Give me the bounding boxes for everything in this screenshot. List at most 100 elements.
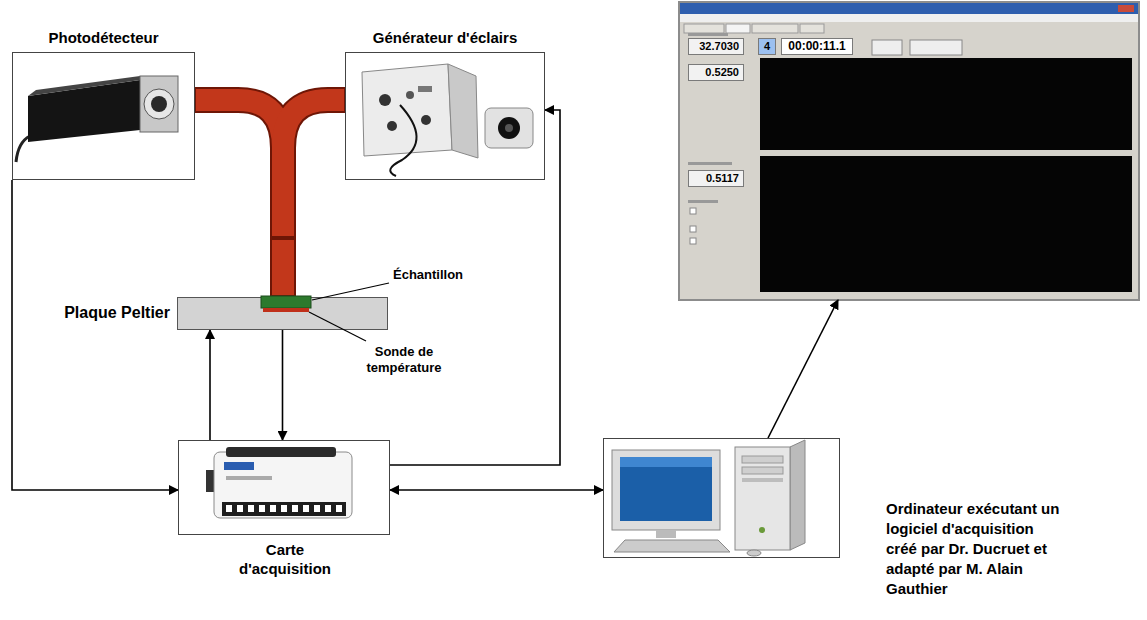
software-screenshot: [684, 24, 724, 33]
photodetector-illustration: [151, 96, 167, 112]
computer-illustration: [790, 440, 805, 550]
software-screenshot: [1118, 5, 1134, 12]
software-screenshot: [910, 40, 962, 55]
elapsed-time: 00:00:11.1: [781, 38, 853, 55]
temperature-probe: [263, 308, 309, 312]
flash-generator-illustration: [421, 115, 431, 125]
computer-illustration: [612, 440, 805, 556]
software-screenshot: [688, 200, 718, 203]
computer-illustration: [656, 530, 676, 538]
readout-counter: 4: [758, 38, 776, 55]
acquisition-board-illustration: [214, 452, 352, 518]
connector-arrow: [390, 489, 603, 491]
light-guide: [283, 100, 344, 148]
software-screenshot: [679, 2, 1139, 300]
light-guide: [270, 236, 296, 240]
computer-illustration: [735, 447, 790, 550]
computer-illustration: [742, 467, 783, 474]
flash-generator-illustration: [387, 121, 397, 131]
flash-generator-illustration: [406, 91, 414, 99]
computer-illustration: [747, 550, 761, 556]
acquisition-board-illustration: [336, 505, 342, 512]
computer-illustration: [612, 450, 720, 530]
photodetector-box: Photodétecteur: [12, 52, 195, 180]
software-screenshot: [872, 40, 902, 55]
flash-generator-box: Générateur d'éclairs: [345, 52, 545, 180]
connector-arrow: [12, 180, 178, 490]
software-screenshot: [690, 208, 696, 214]
photodetector-illustration: [140, 76, 178, 132]
flash-generator-illustration: [390, 105, 416, 176]
readout-value: 0.5250: [688, 64, 744, 81]
acquisition-board-illustration: [226, 476, 272, 480]
light-guide: [195, 100, 283, 296]
sample-illustration: [178, 298, 389, 331]
computer-box: Ordinateur exécutant un logiciel d'acqui…: [603, 438, 840, 558]
software-window: 32.7030400:00:11.10.52500.5117: [678, 2, 1140, 300]
acquisition-board-illustration: [314, 505, 320, 512]
peltier-plate: Plaque Peltier: [177, 297, 388, 330]
flash-generator-illustration: [498, 117, 520, 139]
flash-generator-illustration: [485, 108, 533, 148]
component-heading: Photodétecteur: [13, 29, 194, 47]
software-screenshot: [690, 238, 696, 244]
photodetector-illustration: [144, 89, 174, 119]
software-screenshot: [726, 24, 750, 33]
computer-illustration: [742, 478, 783, 482]
software-screenshot: [679, 2, 1139, 300]
computer-illustration: [759, 527, 765, 533]
sample-swatch: [261, 296, 311, 308]
acquisition-board-illustration: [281, 505, 287, 512]
computer-illustration: [620, 457, 712, 521]
software-screenshot: [752, 24, 798, 33]
light-guide: [283, 100, 345, 148]
acquisition-board-illustration: [226, 447, 336, 457]
acquisition-board-illustration: [292, 505, 298, 512]
flash-generator-illustration: [362, 64, 533, 176]
acquisition-board-illustration: [259, 505, 265, 512]
flash-generator-illustration: [448, 64, 478, 158]
computer-illustration: [742, 456, 783, 463]
acquisition-board-illustration: [222, 502, 346, 516]
software-screenshot: [680, 14, 1138, 22]
acquisition-board-illustration: [325, 505, 331, 512]
component-label: Plaque Peltier: [64, 303, 170, 322]
leader-line: [309, 312, 366, 341]
computer-illustration: [620, 457, 712, 467]
software-screenshot: [800, 24, 824, 33]
flash-generator-illustration: [418, 86, 432, 92]
photodetector-illustration: [16, 136, 30, 162]
leader-line: [312, 283, 389, 300]
light-guide: [195, 100, 345, 296]
software-screenshot: [680, 3, 1138, 14]
software-screenshot: [688, 162, 732, 165]
readout-value: 0.5117: [688, 170, 744, 187]
flash-generator-illustration: [362, 64, 452, 156]
acquisition-board-illustration: [303, 505, 309, 512]
connector-arrow: [282, 330, 284, 440]
acquisition-board-illustration: [226, 505, 232, 512]
acquisition-board-illustration: [206, 447, 352, 518]
computer-illustration: [614, 540, 730, 552]
photodetector-illustration: [28, 76, 140, 96]
photodetector-illustration: [16, 76, 178, 162]
acquisition-board-illustration: [224, 462, 254, 470]
component-heading: Générateur d'éclairs: [346, 29, 544, 47]
acquisition-board-box: Carte d'acquisition: [178, 440, 390, 535]
flash-generator-illustration: [379, 94, 391, 106]
software-screenshot: [690, 226, 696, 232]
callout-label: Échantillon: [393, 267, 463, 283]
connector-arrow: [768, 300, 838, 438]
acquisition-board-illustration: [237, 505, 243, 512]
computer-caption: Ordinateur exécutant un logiciel d'acqui…: [886, 499, 1064, 599]
software-screenshot: [760, 58, 1132, 150]
acquisition-board-illustration: [270, 505, 276, 512]
software-screenshot: [688, 33, 728, 36]
flash-generator-illustration: [505, 124, 513, 132]
callout-label: Sonde de température: [356, 344, 452, 376]
light-guide: [196, 100, 283, 295]
connector-arrow: [390, 110, 560, 465]
component-label: Carte d'acquisition: [225, 540, 345, 578]
